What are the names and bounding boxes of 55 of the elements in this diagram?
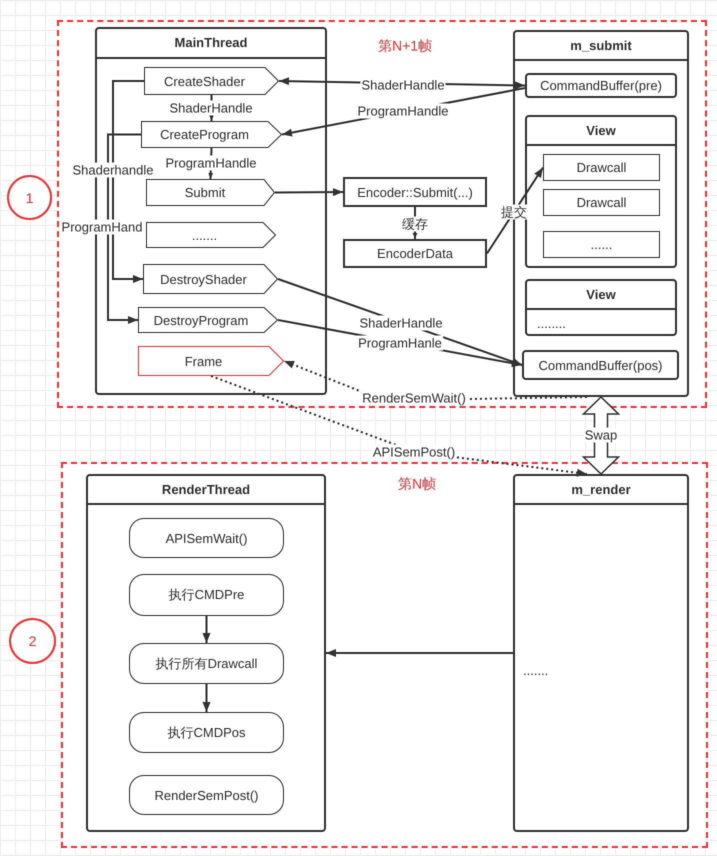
process-step: CreateShader [144, 67, 279, 95]
swimlane-title: m_render [571, 482, 631, 498]
process-step: Submit [146, 179, 275, 206]
ellipsis-text: ........ [537, 316, 566, 332]
region-title: 第N+1帧 [378, 38, 432, 54]
view-panel [525, 279, 677, 336]
edge-label: ShaderHandle [168, 100, 254, 116]
edge-label: ProgramHandle [164, 156, 258, 170]
dashed-region [57, 20, 707, 408]
arrow [202, 684, 210, 712]
ellipsis-text: ....... [523, 663, 548, 679]
process-box: Encoder::Submit(...) [343, 177, 487, 207]
view-panel [525, 115, 677, 268]
swimlane-title: m_submit [570, 38, 632, 54]
arrow [275, 188, 343, 196]
swimlane [513, 474, 689, 832]
edge-label: ShaderHandle [358, 316, 444, 330]
process-box: Drawcall [543, 154, 660, 181]
arrow [112, 80, 144, 283]
edge-label: 提交 [500, 204, 528, 220]
process-step: Frame [138, 346, 284, 376]
rounded-step: APISemWait() [129, 518, 284, 558]
process-box: EncoderData [343, 239, 487, 268]
rounded-step: 执行CMDPos [129, 712, 284, 753]
dashed-region [61, 462, 708, 848]
rounded-box: CommandBuffer(pre) [525, 73, 677, 98]
swimlane-title: MainThread [174, 35, 248, 51]
edge-label: ProgramHand [60, 220, 144, 234]
process-step: DestroyShader [143, 264, 278, 294]
view-title: View [586, 122, 616, 138]
arrow [202, 616, 210, 643]
rounded-step: RenderSemPost() [129, 775, 284, 815]
swimlane [513, 30, 689, 397]
process-step: DestroyProgram [138, 307, 278, 333]
arrow [326, 649, 513, 657]
swimlane [86, 474, 326, 832]
edge-label: Swap [584, 428, 618, 442]
arrow [107, 134, 141, 324]
edge-label: RenderSemWait() [361, 390, 467, 406]
edge-label: ProgramHandle [356, 104, 450, 118]
edge-label: ShaderHandle [360, 78, 446, 92]
rounded-box: CommandBuffer(pos) [522, 350, 679, 380]
process-box: Drawcall [543, 189, 660, 216]
swimlane-title: RenderThread [162, 482, 250, 498]
rounded-step: 执行所有Drawcall [129, 643, 284, 684]
edge-label: 缓存 [401, 216, 429, 232]
process-step: ....... [146, 222, 276, 248]
view-title: View [586, 286, 616, 302]
process-step: CreateProgram [141, 121, 282, 148]
edge-label: ProgramHanle [357, 336, 443, 350]
edge-label: Shaderhandle [72, 162, 154, 178]
rounded-step: 执行CMDPre [129, 574, 284, 616]
edge-label: APISemPost() [372, 444, 456, 460]
region-title: 第N帧 [398, 476, 436, 492]
process-box: ...... [543, 231, 660, 258]
